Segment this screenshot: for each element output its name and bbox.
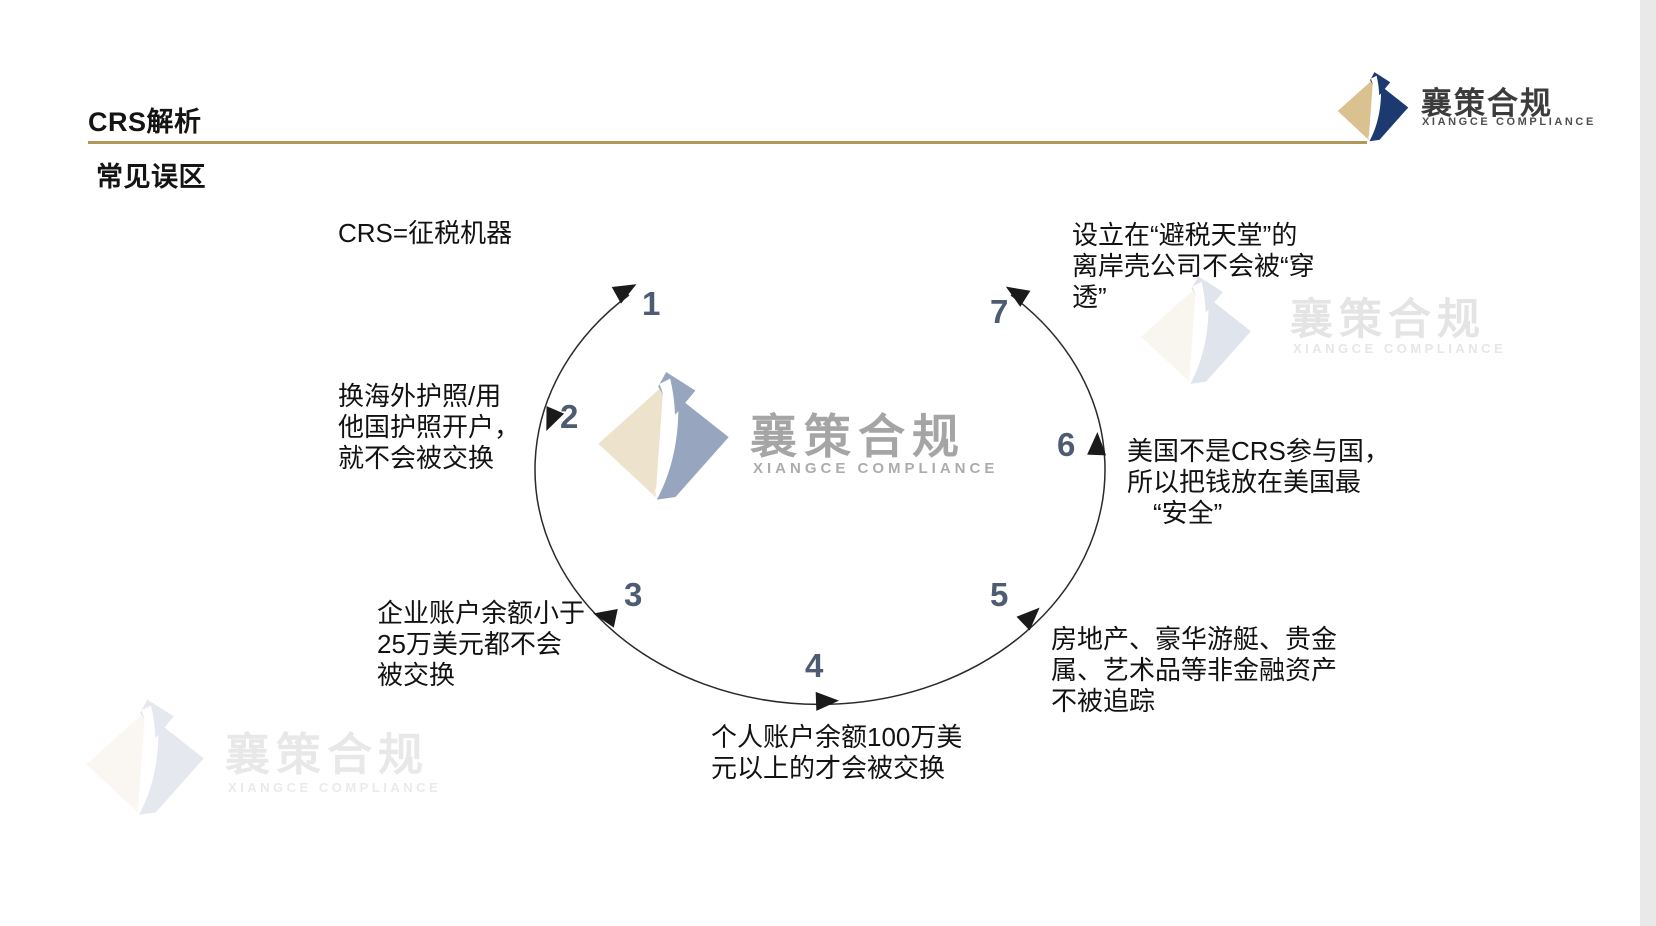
watermark-logo-icon [598,371,729,500]
watermark-name: 襄策合规 [225,729,430,780]
step-3-number: 3 [624,576,643,613]
brand-name: 襄策合规 [1421,86,1553,121]
watermark-tagline: XIANGCE COMPLIANCE [1293,341,1507,356]
arrow-4-icon [815,691,839,711]
brand-tagline: XIANGCE COMPLIANCE [1422,116,1596,128]
step-4-label: 个人账户余额100万美 元以上的才会被交换 [711,722,963,783]
step-2-label: 换海外护照/用 他国护照开户， 就不会被交换 [338,381,521,473]
watermark-top-right: 襄策合规 XIANGCE COMPLIANCE [1140,273,1620,393]
step-1-label: CRS=征税机器 [338,218,513,248]
xiangce-logo-icon [1337,72,1409,142]
step-5-label: 房地产、豪华游艇、贵金 属、艺术品等非金融资产 不被追踪 [1051,624,1338,716]
step-3-label: 企业账户余额小于 25万美元都不会 被交换 [377,598,586,690]
title-divider [88,141,1367,144]
brand-logo: 襄策合规 XIANGCE COMPLIANCE [1337,70,1637,150]
watermark-tagline: XIANGCE COMPLIANCE [753,460,999,477]
watermark-name: 襄策合规 [1290,296,1486,344]
step-4-number: 4 [805,647,824,684]
window-edge-strip [1640,0,1656,926]
watermark-name: 襄策合规 [750,410,966,463]
step-5-number: 5 [990,576,1009,613]
arrow-1-icon [611,284,637,304]
arrow-3-icon [593,608,618,628]
step-1-number: 1 [642,285,661,322]
step-2-number: 2 [560,398,579,435]
step-7-label: 设立在“避税天堂”的 离岸壳公司不会被“穿 透” [1072,220,1315,312]
watermark-bottom-left: 襄策合规 XIANGCE COMPLIANCE [85,696,585,826]
watermark-logo-icon [1141,276,1251,384]
watermark-logo-icon [86,699,204,815]
step-6-number: 6 [1057,426,1076,463]
page-title: CRS解析 [88,107,202,137]
arrow-5-icon [1016,607,1040,631]
watermark-tagline: XIANGCE COMPLIANCE [228,780,442,795]
section-subtitle: 常见误区 [96,162,206,192]
step-6-label: 美国不是CRS参与国， 所以把钱放在美国最 “安全” [1127,436,1390,528]
step-7-number: 7 [990,293,1009,330]
